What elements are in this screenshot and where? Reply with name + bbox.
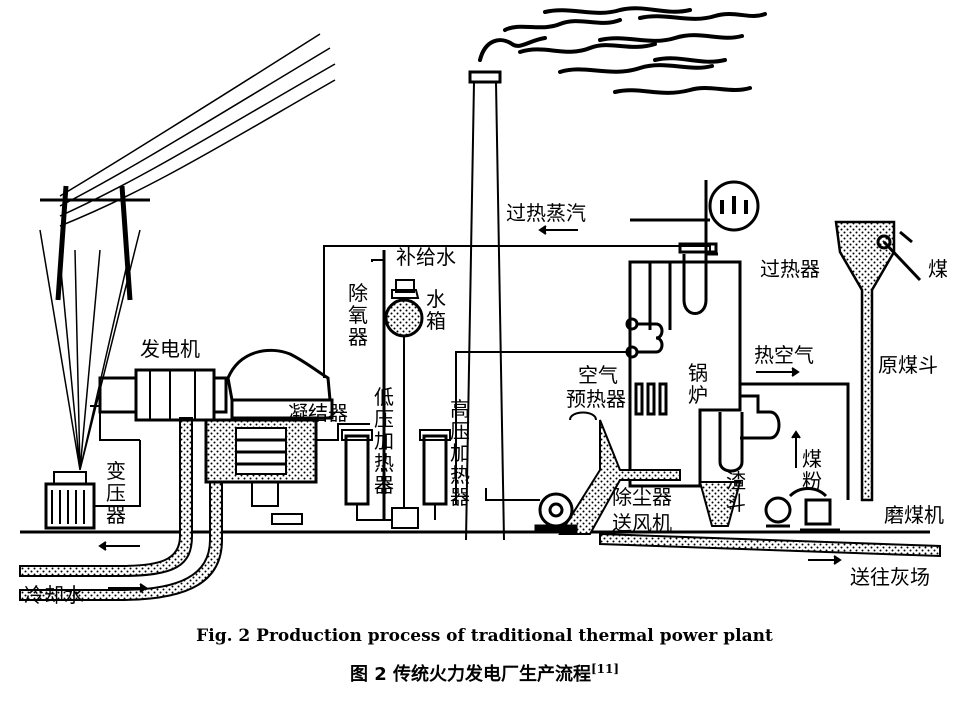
label-hot-air: 热空气 bbox=[754, 343, 814, 367]
label-transformer: 变压器 bbox=[106, 459, 126, 527]
deaerator bbox=[382, 250, 424, 529]
pylon bbox=[40, 185, 150, 301]
raw-coal-hopper bbox=[834, 220, 896, 502]
label-pulverized-coal: 煤粉 bbox=[802, 447, 822, 493]
slag-hopper bbox=[698, 481, 742, 527]
label-hp-heater: 高压加热器 bbox=[450, 397, 470, 509]
turbine bbox=[226, 348, 334, 420]
condenser bbox=[204, 418, 370, 525]
label-lp-heater: 低压加热器 bbox=[374, 385, 394, 497]
boiler bbox=[628, 180, 760, 488]
ash-channel bbox=[599, 532, 941, 558]
label-water-tank: 水箱 bbox=[426, 287, 446, 333]
label-coal-mill: 磨煤机 bbox=[884, 503, 944, 527]
label-dust-collector: 除尘器 bbox=[612, 485, 672, 509]
dust-collector-shell bbox=[569, 411, 597, 421]
label-blower: 送风机 bbox=[612, 511, 672, 535]
power-plant-diagram: 过热蒸汽 补给水 除氧器 水箱 过热器 煤 发电机 热空气 原煤斗 锅炉 空气预… bbox=[19, 6, 948, 607]
label-superheated-steam: 过热蒸汽 bbox=[506, 201, 586, 225]
label-cooling-water: 冷却水 bbox=[24, 583, 84, 607]
cooling-water-pipe-2 bbox=[19, 429, 223, 601]
label-raw-coal-hopper: 原煤斗 bbox=[878, 353, 938, 377]
coal-conveyor bbox=[876, 230, 922, 282]
air-preheater bbox=[625, 317, 668, 416]
cooling-water-pipe-1 bbox=[19, 417, 193, 577]
label-generator: 发电机 bbox=[140, 337, 200, 361]
figure-caption-english: Fig. 2 Production process of traditional… bbox=[196, 626, 773, 646]
generator bbox=[90, 368, 228, 441]
dust-collector bbox=[558, 419, 681, 535]
label-coal: 煤 bbox=[928, 257, 948, 281]
label-condenser: 凝结器 bbox=[288, 401, 348, 425]
transformer bbox=[44, 440, 141, 530]
smoke-plume bbox=[478, 6, 767, 95]
blower bbox=[534, 492, 578, 534]
coal-mill bbox=[764, 487, 840, 532]
hp-heater bbox=[419, 429, 451, 520]
lp-heater bbox=[341, 429, 392, 521]
hot-air-duct bbox=[718, 382, 850, 500]
label-superheater: 过热器 bbox=[760, 257, 820, 281]
label-air-preheater: 空气预热器 bbox=[566, 363, 626, 411]
svg-text:除氧器: 除氧器 bbox=[348, 281, 368, 349]
figure-caption-chinese: 图 2 传统火力发电厂生产流程[11] bbox=[0, 660, 969, 686]
label-to-ash-yard: 送往灰场 bbox=[850, 565, 930, 589]
label-deaerator: 除氧器 bbox=[348, 281, 368, 349]
label-boiler: 锅炉 bbox=[688, 361, 708, 407]
chimney bbox=[465, 70, 505, 541]
steam-lines bbox=[323, 245, 711, 504]
label-makeup-water: 补给水 bbox=[396, 245, 456, 269]
flow-arrows bbox=[98, 225, 842, 593]
figure-caption-chinese-text: 图 2 传统火力发电厂生产流程 bbox=[349, 664, 591, 685]
label-slag-hopper: 渣斗 bbox=[726, 469, 746, 515]
figure-caption-reference: [11] bbox=[591, 662, 620, 676]
